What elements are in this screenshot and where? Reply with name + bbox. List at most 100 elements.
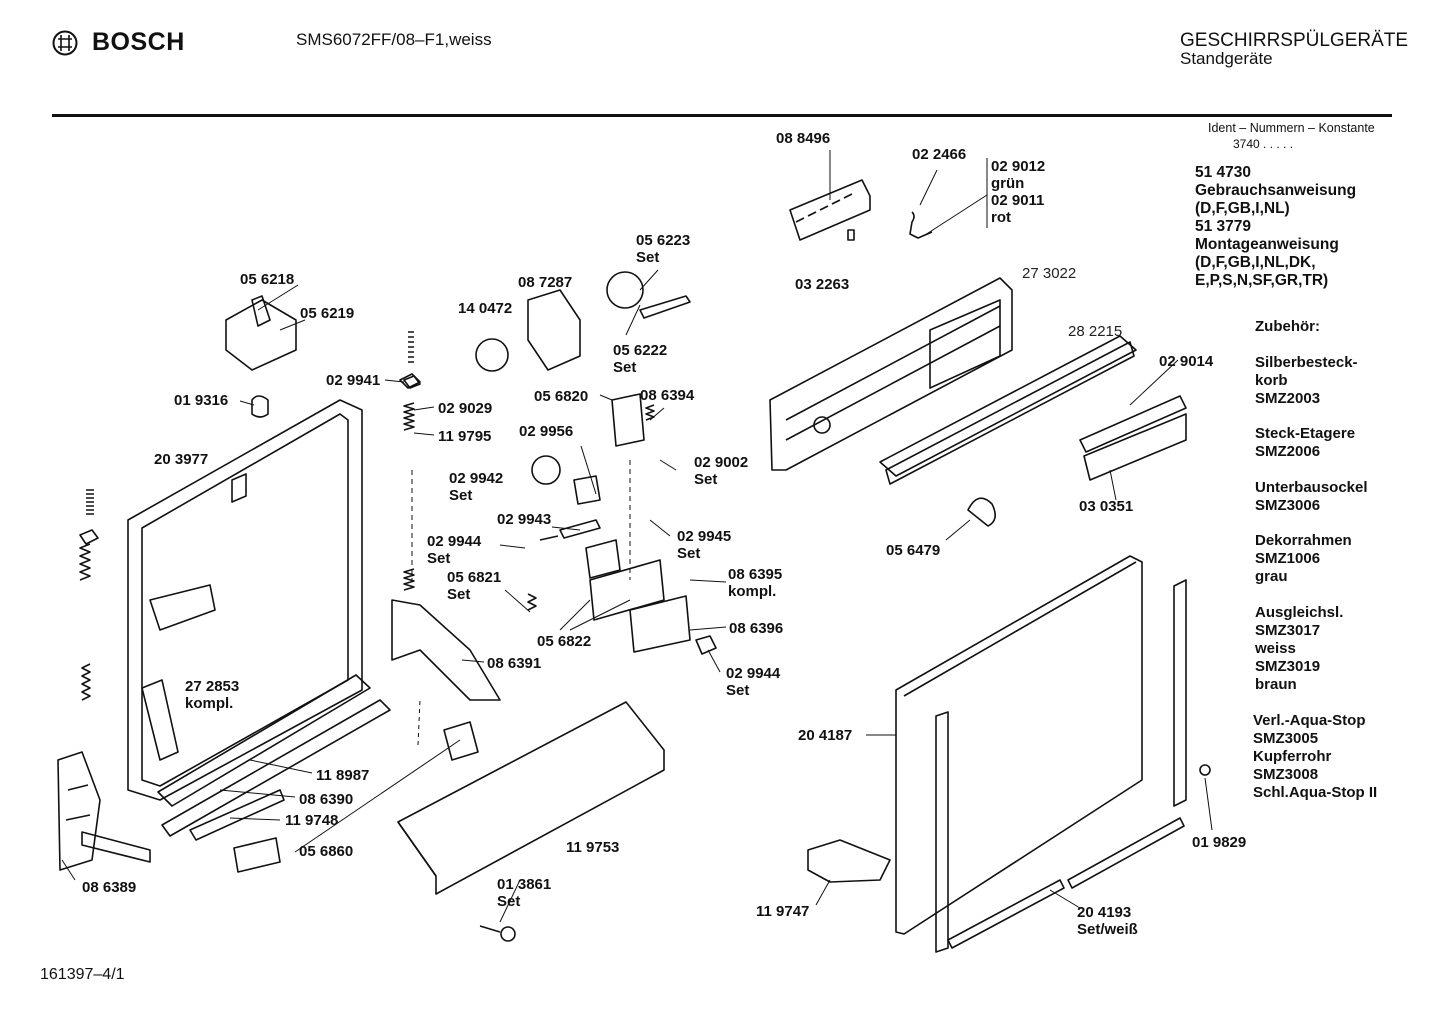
doc-line: (D,F,GB,I,NL,DK, — [1195, 254, 1316, 271]
lock-bracket — [225, 299, 297, 371]
part-label: 11 9753 — [566, 839, 620, 856]
doc-line: (D,F,GB,I,NL) — [1195, 200, 1290, 217]
ident-title: Ident – Nummern – Konstante — [1208, 121, 1375, 135]
part-label: 05 6219 — [300, 305, 355, 322]
part-label: 05 6820 — [534, 388, 589, 405]
part-label: 02 2466 — [912, 146, 967, 163]
brand-name: BOSCH — [92, 28, 185, 56]
part-label: 02 9029 — [438, 400, 493, 417]
accessory-line: SMZ3019 — [1255, 658, 1321, 675]
accessory-line: Dekorrahmen — [1255, 532, 1352, 549]
part-label: 11 9747 — [756, 903, 810, 920]
part-label: 05 6822 — [537, 633, 592, 650]
accessory-line: Silberbesteck- — [1255, 354, 1358, 371]
decor-frame — [935, 711, 949, 953]
category-subtitle: Standgeräte — [1180, 49, 1273, 68]
part-label: 08 6390 — [299, 791, 354, 808]
part-label: 01 9316 — [174, 392, 229, 409]
ident-value: 3740 . . . . . — [1233, 137, 1294, 151]
fascia-strip — [879, 335, 1137, 477]
accessory-line: grau — [1255, 568, 1288, 585]
part-label: 02 9956 — [519, 423, 574, 440]
part-label: 01 9829 — [1192, 834, 1247, 851]
accessory-item: Dekorrahmen SMZ1006 grau — [1255, 532, 1352, 586]
part-label: 05 6860 — [299, 843, 354, 860]
control-panel — [769, 277, 1013, 471]
part-label: 02 9941 — [326, 372, 381, 389]
door-lock — [589, 559, 665, 621]
part-label: 08 6389 — [82, 879, 137, 896]
hinge-right-bracket — [391, 599, 501, 701]
accessory-line: korb — [1255, 372, 1288, 389]
part-label: 02 9014 — [1159, 353, 1214, 370]
part-label: 08 6396 — [729, 620, 784, 637]
header-divider — [52, 114, 1392, 117]
accessory-line: SMZ3008 — [1253, 766, 1319, 783]
accessory-line: Kupferrohr — [1253, 748, 1332, 765]
part-label: 05 6218 — [240, 271, 295, 288]
doc-line: Gebrauchsanweisung — [1195, 182, 1357, 199]
accessory-line: Unterbausockel — [1255, 479, 1368, 496]
switch-bank — [789, 179, 871, 241]
accessory-line: SMZ2003 — [1255, 390, 1321, 407]
part-label: 11 9748 — [285, 812, 339, 829]
accessory-line: SMZ3005 — [1253, 730, 1319, 747]
spring-middle — [403, 402, 415, 431]
doc-line: Montageanweisung — [1195, 236, 1339, 253]
drawing-number: 161397–4/1 — [40, 966, 125, 983]
accessory-line: Verl.-Aqua-Stop — [1253, 712, 1366, 729]
part-label: 27 3022 — [1022, 265, 1077, 282]
part-label: 08 8496 — [776, 130, 831, 147]
part-label: 08 7287 — [518, 274, 573, 291]
bottom-trim — [157, 674, 371, 807]
part-label: 11 9795 — [438, 428, 492, 445]
bosch-armature-icon — [52, 30, 78, 55]
part-label: 20 3977 — [154, 451, 209, 468]
accessory-line: SMZ3017 — [1255, 622, 1321, 639]
accessory-item: Unterbausockel SMZ3006 — [1255, 479, 1368, 515]
key-set — [1079, 395, 1187, 453]
accessory-item: Ausgleichsl. SMZ3017 weiss SMZ3019 braun — [1255, 604, 1343, 694]
brand-logo: BOSCH — [52, 28, 185, 57]
inner-door-panel — [127, 399, 363, 801]
part-label: 03 0351 — [1079, 498, 1134, 515]
timer-motor — [527, 289, 581, 371]
accessory-line: braun — [1255, 676, 1297, 693]
plinth — [397, 701, 665, 895]
accessory-line: SMZ3006 — [1255, 497, 1321, 514]
front-door-panel — [895, 555, 1143, 935]
doc-line: E,P,S,N,SF,GR,TR) — [1195, 272, 1329, 289]
accessory-item: Silberbesteck- korb SMZ2003 — [1255, 354, 1358, 408]
hinge-left — [57, 751, 101, 871]
category-title: GESCHIRRSPÜLGERÄTE — [1180, 30, 1409, 51]
doc-line: 51 4730 — [1195, 164, 1252, 181]
accessories-title: Zubehör: — [1255, 318, 1320, 335]
accessory-item: Steck-Etagere SMZ2006 — [1255, 425, 1355, 461]
part-label: 11 8987 — [316, 767, 370, 784]
part-label: 05 6479 — [886, 542, 941, 559]
accessory-line: SMZ1006 — [1255, 550, 1321, 567]
doc-line: 51 3779 — [1195, 218, 1252, 235]
part-label: 08 6394 — [640, 387, 695, 404]
part-label: 14 0472 — [458, 300, 513, 317]
accessory-line: Steck-Etagere — [1255, 425, 1356, 442]
part-label: 28 2215 — [1068, 323, 1123, 340]
accessory-item: Verl.-Aqua-Stop SMZ3005 Kupferrohr SMZ30… — [1253, 712, 1377, 802]
documents-list: 51 4730 Gebrauchsanweisung (D,F,GB,I,NL)… — [1195, 164, 1356, 290]
model-number: SMS6072FF/08–F1,weiss — [296, 30, 492, 49]
accessory-line: Ausgleichsl. — [1255, 604, 1344, 621]
part-label: 03 2263 — [795, 276, 850, 293]
